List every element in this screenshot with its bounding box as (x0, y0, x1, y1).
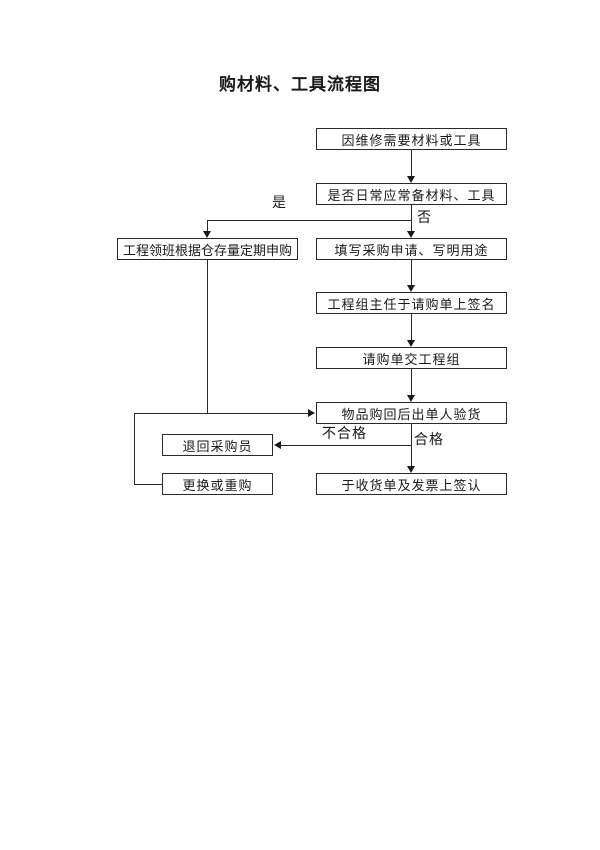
node-need-materials: 因维修需要材料或工具 (316, 128, 507, 150)
node-sign-receipt-invoice: 于收货单及发票上签认 (316, 473, 507, 495)
connector-need-to-decision (410, 150, 412, 176)
arrowhead-into-sign-receipt (407, 466, 415, 473)
connector-inspect-pass (410, 424, 412, 466)
arrowhead-into-return-buyer (274, 441, 281, 449)
page-title: 购材料、工具流程图 (219, 75, 381, 94)
node-director-sign: 工程组主任于请购单上签名 (316, 292, 507, 314)
arrowhead-into-foreman (203, 231, 211, 238)
node-daily-decision: 是否日常应常备材料、工具 (316, 183, 507, 205)
connector-foreman-down (206, 260, 208, 414)
edge-label-yes: 是 (272, 196, 287, 211)
arrowhead-into-inspect-left (308, 409, 315, 417)
edge-label-no: 否 (417, 211, 432, 226)
connector-decision-no (410, 205, 412, 231)
arrowhead-into-inspect (407, 395, 415, 402)
connector-submit-to-inspect (410, 369, 412, 395)
arrowhead-into-submit (407, 340, 415, 347)
node-replace-or-repurchase: 更换或重购 (162, 473, 273, 495)
node-foreman-periodic-purchase: 工程领班根据仓存量定期申购 (117, 238, 298, 260)
arrowhead-into-director-sign (407, 285, 415, 292)
edge-label-fail: 不合格 (322, 427, 367, 442)
node-return-to-buyer: 退回采购员 (162, 434, 273, 456)
connector-replace-loop-vertical (133, 413, 135, 485)
connector-replace-loop-horizontal (134, 483, 162, 485)
connector-decision-yes-vertical (206, 220, 208, 231)
arrowhead-into-fill-request (407, 231, 415, 238)
edge-label-pass: 合格 (414, 433, 444, 448)
node-fill-purchase-request: 填写采购申请、写明用途 (316, 238, 507, 260)
connector-request-to-director (410, 260, 412, 285)
connector-inspect-fail (281, 444, 411, 446)
connector-decision-yes-horizontal (207, 219, 411, 221)
connector-director-to-submit (410, 314, 412, 340)
node-submit-to-engineering: 请购单交工程组 (316, 347, 507, 369)
connector-reentry-horizontal (134, 412, 308, 414)
node-inspect-goods: 物品购回后出单人验货 (316, 402, 507, 424)
arrowhead-into-daily-decision (407, 176, 415, 183)
